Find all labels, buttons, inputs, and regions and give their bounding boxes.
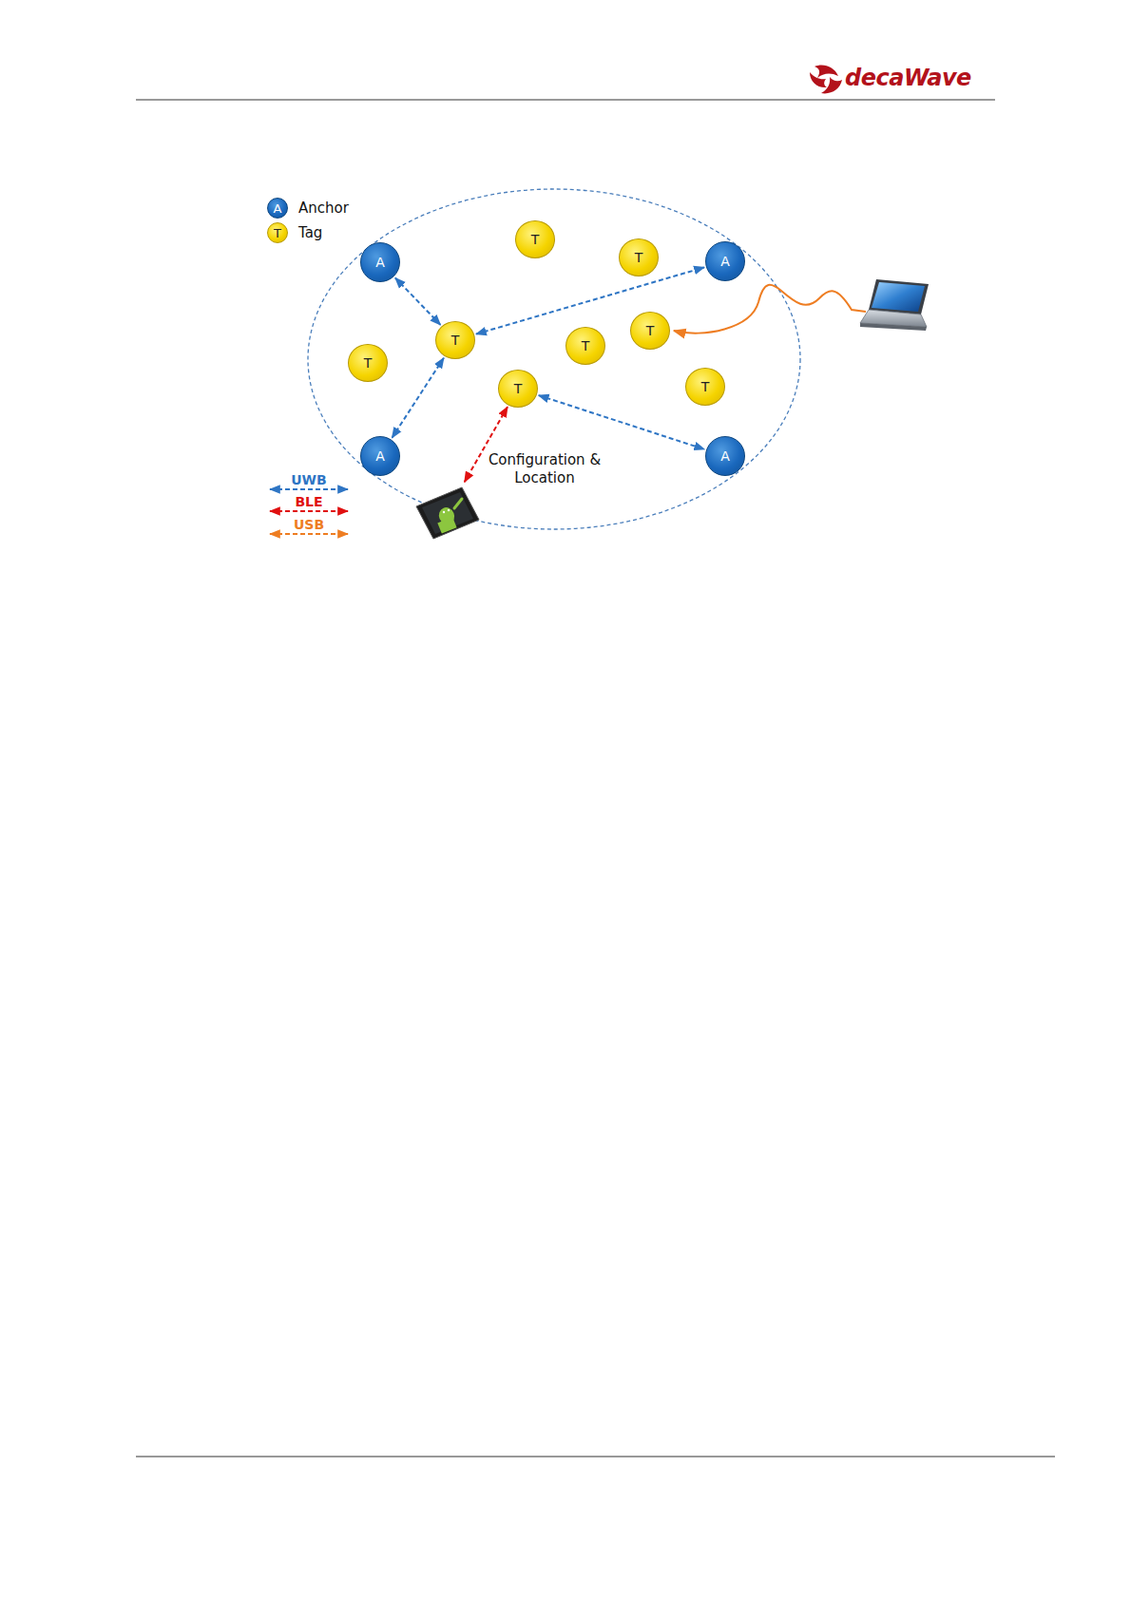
tag-circle: T — [685, 367, 726, 406]
tag-letter: T — [581, 339, 591, 353]
header-rule — [135, 99, 996, 101]
legend-ble-line — [269, 510, 348, 513]
footer-rule — [135, 1456, 1055, 1458]
legend-usb-line — [269, 533, 348, 536]
tag-circle: T — [630, 311, 671, 350]
legend-text: Anchor — [298, 199, 349, 217]
tag-letter: T — [451, 333, 461, 347]
logo-swirl — [809, 64, 843, 94]
anchor-letter: A — [375, 255, 385, 269]
coverage-area — [307, 189, 801, 530]
anchor-circle: A — [705, 436, 746, 477]
tag-letter: T — [514, 382, 523, 396]
anchor-letter: A — [720, 449, 730, 463]
tag-circle: T — [515, 220, 556, 259]
tag-letter: T — [531, 232, 540, 247]
uwb-link — [538, 395, 705, 450]
tag-letter: T — [634, 250, 644, 265]
anchor-letter: A — [375, 449, 385, 463]
anchor-circle: A — [705, 241, 746, 282]
tag-letter: T — [364, 356, 373, 370]
uwb-link — [392, 358, 444, 439]
tag-letter: T — [646, 324, 655, 338]
tag-circle: T — [498, 369, 538, 408]
usb-cable — [673, 285, 866, 334]
laptop-icon — [860, 279, 929, 331]
legend-swatch-letter: A — [273, 202, 283, 215]
anchor-circle: A — [360, 242, 401, 283]
tag-circle: T — [618, 238, 659, 277]
tablet-device: Configuration & Location — [412, 483, 481, 543]
anchor-letter: A — [720, 254, 730, 269]
anchor-circle: A — [360, 436, 401, 477]
tag-letter: T — [701, 380, 710, 394]
uwb-link — [395, 278, 441, 326]
brand-logo: decaWave — [844, 64, 972, 92]
tag-circle: T — [435, 321, 476, 360]
legend-uwb-line — [269, 488, 348, 491]
tablet-icon — [412, 483, 481, 543]
tag-circle: T — [347, 344, 388, 383]
uwb-link — [476, 267, 705, 334]
legend-text: UWB — [290, 472, 326, 488]
legend-swatch-letter: T — [273, 227, 282, 240]
legend-text: BLE — [294, 494, 323, 510]
legend-anchor-swatch: A — [267, 197, 288, 219]
device-label: Configuration & Location — [483, 451, 606, 488]
legend-text: Tag — [298, 224, 323, 242]
legend-text: USB — [293, 517, 325, 533]
tag-circle: T — [565, 326, 606, 365]
legend-tag-swatch: T — [267, 222, 288, 244]
